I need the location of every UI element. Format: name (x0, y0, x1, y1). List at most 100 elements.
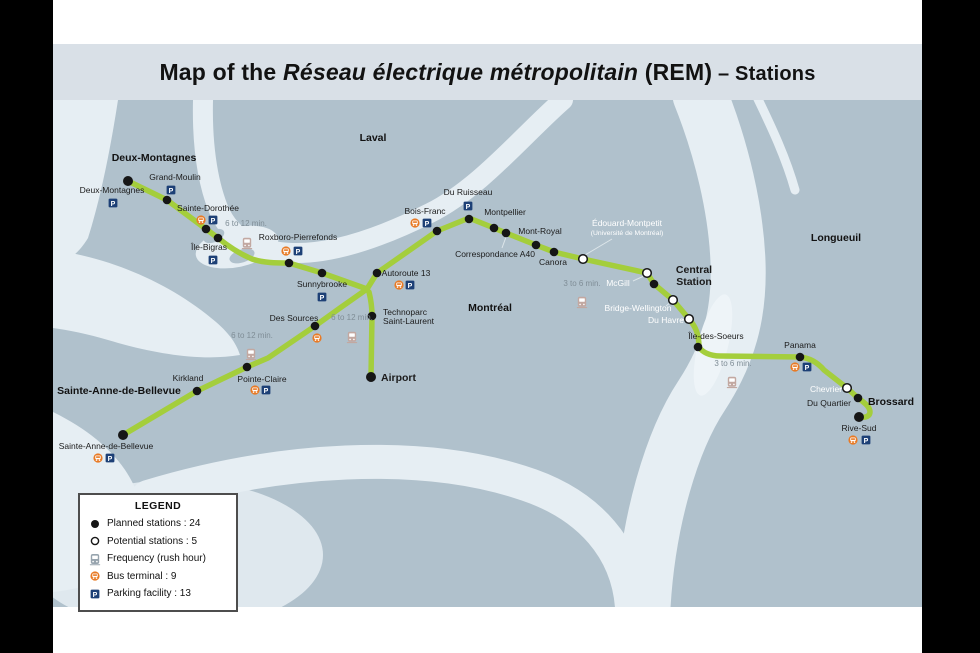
train-icon (89, 553, 101, 566)
parking-icon-panama: P (802, 362, 812, 372)
bus-terminal-icon-rive-sud (848, 435, 858, 445)
svg-text:6 to 12 min.: 6 to 12 min. (231, 331, 273, 340)
frequency-note-1: 6 to 12 min. (231, 331, 273, 361)
station-dot-roxboro-pierrefonds (284, 258, 294, 268)
legend-item-label: Parking facility : 13 (107, 588, 191, 600)
station-dot-pointe-claire (242, 362, 252, 372)
station-label-bridge-wellington: Bridge-Wellington (605, 303, 672, 313)
train-icon (576, 296, 588, 309)
frequency-annotations: 6 to 12 min. 6 to 12 min. 6 to 12 min. 3 to… (225, 219, 752, 389)
frequency-note-0: 6 to 12 min. (225, 219, 267, 250)
region-label-sainte-anne-de-bellevue: Sainte-Anne-de-Bellevue (57, 385, 181, 397)
station-label-ile-bigras: Île-Bigras (190, 242, 227, 252)
station-label-sunnybrooke: Sunnybrooke (297, 279, 347, 289)
legend: LEGEND Planned stations : 24 Potential s… (78, 493, 238, 612)
title-band: Map of the Réseau électrique métropolita… (53, 44, 922, 100)
station-label-canora: Canora (539, 257, 567, 267)
legend-item-potential: Potential stations : 5 (88, 533, 228, 551)
station-label-correspondance-a40: Correspondance A40 (455, 249, 535, 259)
region-label-brossard: Brossard (868, 396, 914, 408)
svg-text:6 to 12 min.: 6 to 12 min. (331, 313, 373, 322)
bus-terminal-icon-panama (790, 362, 800, 372)
parking-icon-autoroute-13: P (405, 280, 415, 290)
station-dot-autoroute-13 (372, 268, 382, 278)
station-label-pointe-claire: Pointe-Claire (237, 374, 286, 384)
page-title: Map of the Réseau électrique métropolita… (159, 59, 815, 86)
region-label-montreal: Montréal (468, 302, 512, 314)
station-label-mcgill: McGill (606, 278, 630, 288)
legend-item-label: Potential stations : 5 (107, 535, 198, 547)
svg-text:P: P (264, 388, 269, 395)
svg-text:6 to 12 min.: 6 to 12 min. (225, 219, 267, 228)
station-dot-du-ruisseau (464, 214, 474, 224)
parking-icon-grand-moulin: P (166, 185, 176, 195)
map-document: Map of the Réseau électrique métropolita… (53, 0, 922, 653)
station-label-autoroute-13: Autoroute 13 (382, 268, 431, 278)
station-label-sainte-dorothee: Sainte-Dorothée (177, 203, 239, 213)
legend-title: LEGEND (134, 500, 182, 512)
svg-text:3 to 6 min.: 3 to 6 min. (563, 279, 600, 288)
station-label-sainte-anne-de-bellevue: Sainte-Anne-de-Bellevue (59, 441, 154, 451)
frequency-note-3: 3 to 6 min. (563, 279, 601, 309)
potential-station-icon (90, 536, 100, 546)
station-dot-sunnybrooke (317, 268, 327, 278)
station-label-edouard-montpetit: (Université de Montréal) (591, 230, 664, 237)
station-label-du-havre: Du Havre (648, 315, 684, 325)
station-dots (118, 176, 864, 440)
bus-terminal-icon-sainte-dorothee (196, 215, 206, 225)
parking-icon-ile-bigras: P (208, 255, 218, 265)
svg-text:P: P (108, 456, 113, 463)
svg-text:P: P (111, 201, 116, 208)
legend-item-bus: Bus terminal : 9 (88, 568, 228, 586)
legend-item-label: Bus terminal : 9 (107, 570, 177, 582)
station-dot-sainte-anne-de-bellevue (118, 430, 128, 440)
station-dot-ile-bigras (213, 233, 223, 243)
region-label-deux-montagnes: Deux-Montagnes (112, 152, 197, 164)
parking-icon-sainte-dorothee: P (208, 215, 218, 225)
station-labels: Deux-Montagnes Grand-MoulinSainte-Dorothé… (59, 172, 877, 451)
train-icon (346, 331, 358, 344)
legend-item-label: Planned stations : 24 (107, 518, 201, 530)
station-label-montpellier: Montpellier (484, 207, 526, 217)
svg-text:P: P (408, 283, 413, 290)
station-label-edouard-montpetit: Édouard-Montpetit (592, 218, 663, 228)
station-label-technoparc-saint-laurent: Technoparc (383, 307, 428, 317)
station-label-grand-moulin: Grand-Moulin (149, 172, 201, 182)
title-italic: Réseau électrique métropolitain (283, 58, 639, 85)
station-dot-correspondance-a40 (501, 228, 511, 238)
train-icon (726, 376, 738, 389)
svg-text:P: P (805, 365, 810, 372)
svg-text:P: P (169, 188, 174, 195)
svg-text:3 to 6 min.: 3 to 6 min. (714, 359, 751, 368)
station-dot-des-sources (310, 321, 320, 331)
station-dot-panama (795, 352, 805, 362)
station-dot-mcgill (641, 267, 653, 279)
bus-terminal-icon-roxboro-pierrefonds (281, 246, 291, 256)
svg-text:P: P (425, 221, 430, 228)
svg-text:P: P (320, 295, 325, 302)
station-dot-canora (549, 247, 559, 257)
title-rem: (REM) (638, 58, 713, 85)
station-label-panama: Panama (784, 340, 816, 350)
parking-icon-deux-montagnes: P (108, 198, 118, 208)
planned-station-icon (91, 519, 99, 528)
station-label-mont-royal: Mont-Royal (518, 226, 562, 236)
region-label-laval: Laval (360, 132, 387, 144)
station-dot-du-havre (683, 313, 695, 325)
legend-item-label: Frequency (rush hour) (107, 553, 206, 565)
station-label-airport: Airport (381, 372, 417, 384)
station-label-central-station: Station (676, 276, 712, 288)
station-dot-mont-royal (531, 240, 541, 250)
bus-terminal-icon-sainte-anne-de-bellevue (93, 453, 103, 463)
station-label-ile-des-soeurs: Île-des-Soeurs (687, 331, 743, 341)
station-label-rive-sud: Rive-Sud (842, 423, 877, 433)
station-label-du-ruisseau: Du Ruisseau (444, 187, 493, 197)
station-label-deux-montagnes: Deux-Montagnes (80, 185, 145, 195)
station-dot-du-quartier (853, 393, 863, 403)
station-label-roxboro-pierrefonds: Roxboro-Pierrefonds (259, 232, 337, 242)
station-dot-deux-montagnes (123, 176, 133, 186)
station-dot-technoparc-saint-laurent (367, 311, 377, 321)
svg-text:P: P (296, 249, 301, 256)
